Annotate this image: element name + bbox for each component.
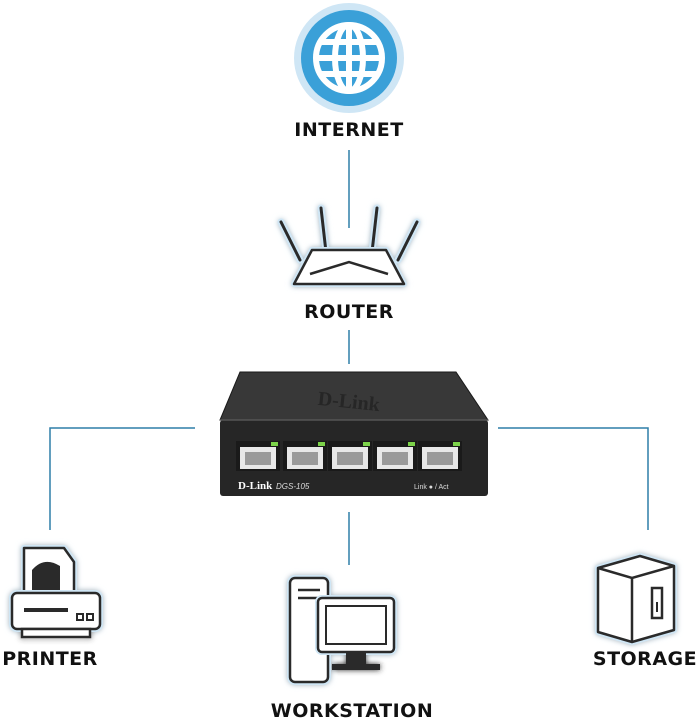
port bbox=[418, 441, 462, 471]
switch-model: DGS-105 bbox=[276, 482, 310, 491]
printer-icon bbox=[9, 545, 103, 639]
workstation-label: WORKSTATION bbox=[270, 700, 434, 722]
router-label: ROUTER bbox=[304, 301, 394, 323]
port bbox=[328, 441, 372, 471]
internet-label: INTERNET bbox=[294, 119, 404, 141]
router-icon bbox=[277, 204, 421, 287]
network-switch: D-Link bbox=[219, 371, 489, 496]
port bbox=[373, 441, 417, 471]
connector-switch-storage bbox=[498, 427, 649, 530]
globe-icon bbox=[294, 3, 404, 113]
port bbox=[236, 441, 280, 471]
switch-front-brand: D-Link bbox=[238, 480, 273, 492]
connectors bbox=[49, 150, 649, 565]
printer-label: PRINTER bbox=[2, 648, 98, 670]
storage-label: STORAGE bbox=[592, 648, 698, 670]
storage-icon bbox=[595, 553, 677, 645]
switch-status-legend: Link ● / Act bbox=[414, 484, 449, 491]
port bbox=[283, 441, 327, 471]
switch-ports bbox=[236, 441, 462, 471]
workstation-icon bbox=[287, 575, 397, 685]
connector-switch-printer bbox=[49, 427, 195, 530]
